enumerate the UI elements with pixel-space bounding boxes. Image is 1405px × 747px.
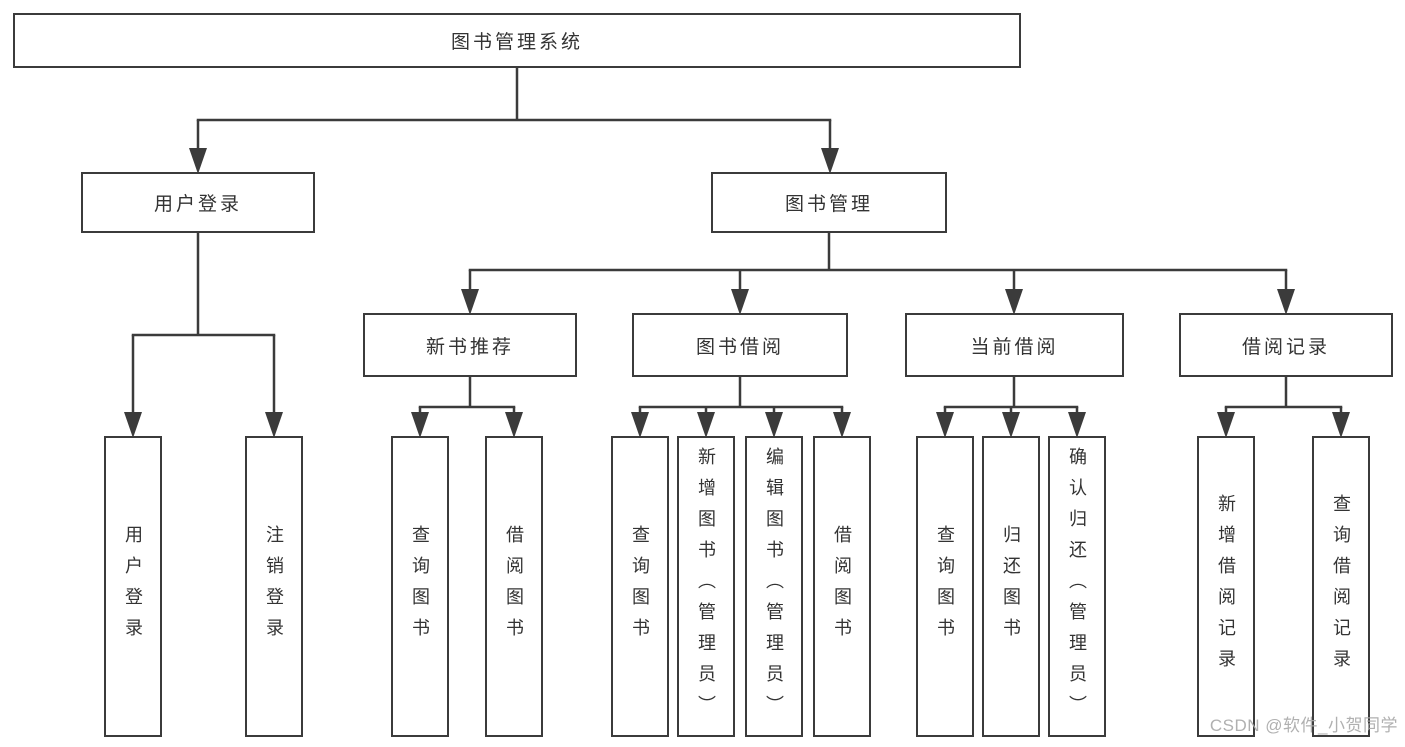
node-borrowing-records: 借阅记录 [1179, 313, 1393, 377]
leaf-query-books-recommend: 查询图书 [391, 436, 449, 737]
leaf-borrow-books-recommend: 借阅图书 [485, 436, 543, 737]
leaf-return-books: 归还图书 [982, 436, 1040, 737]
node-label: 新书推荐 [425, 336, 514, 358]
node-new-book-recommend: 新书推荐 [363, 313, 577, 377]
leaf-query-borrow-record: 查询借阅记录 [1312, 436, 1370, 737]
watermark: CSDN @软件_小贺同学 [1209, 716, 1398, 735]
node-label: 图书管理 [784, 194, 873, 215]
node-book-management: 图书管理 [711, 172, 947, 233]
leaf-label: 确认归还（管理员） [1067, 447, 1087, 726]
node-book-borrowing: 图书借阅 [632, 313, 848, 377]
leaf-label: 查询借阅记录 [1331, 493, 1351, 680]
leaf-label: 新增借阅记录 [1216, 493, 1236, 680]
leaf-label: 编辑图书（管理员） [764, 447, 784, 726]
leaf-confirm-return-admin: 确认归还（管理员） [1048, 436, 1106, 737]
node-user-login: 用户登录 [81, 172, 315, 233]
node-label: 用户登录 [153, 194, 242, 215]
leaf-add-borrow-record: 新增借阅记录 [1197, 436, 1255, 737]
leaf-user-login: 用户登录 [104, 436, 162, 737]
leaf-label: 借阅图书 [504, 524, 524, 649]
leaf-label: 用户登录 [123, 524, 143, 649]
leaf-label: 查询图书 [410, 524, 430, 649]
node-label: 当前借阅 [970, 336, 1059, 358]
node-current-borrowing: 当前借阅 [905, 313, 1124, 377]
leaf-label: 注销登录 [264, 524, 284, 649]
leaf-borrow-books: 借阅图书 [813, 436, 871, 737]
node-label: 图书借阅 [695, 336, 784, 358]
leaf-label: 查询图书 [630, 524, 650, 649]
leaf-logout: 注销登录 [245, 436, 303, 737]
leaf-query-books-borrowing: 查询图书 [611, 436, 669, 737]
leaf-label: 借阅图书 [832, 524, 852, 649]
node-library-system: 图书管理系统 [13, 13, 1021, 68]
node-label: 图书管理系统 [450, 32, 583, 53]
leaf-label: 新增图书（管理员） [696, 447, 716, 726]
leaf-label: 查询图书 [935, 524, 955, 649]
leaf-edit-books-admin: 编辑图书（管理员） [745, 436, 803, 737]
leaf-query-books-current: 查询图书 [916, 436, 974, 737]
node-label: 借阅记录 [1241, 336, 1330, 358]
leaf-label: 归还图书 [1001, 524, 1021, 649]
leaf-add-books-admin: 新增图书（管理员） [677, 436, 735, 737]
